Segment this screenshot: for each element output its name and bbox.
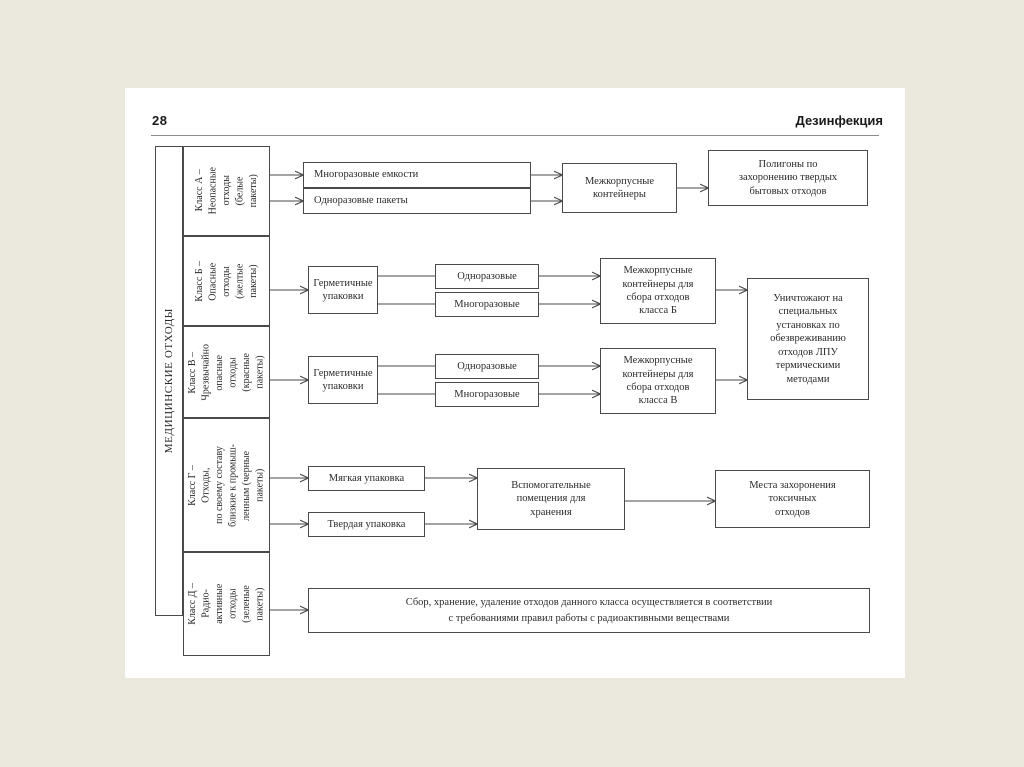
box-sealed-packaging-v: Герметичные упаковки [308, 356, 378, 404]
class-cell-g: Класс Г – Отходы, по своему составу близ… [183, 418, 270, 552]
document-page: 28 Дезинфекция [125, 88, 905, 678]
box-single-use-bags: Одноразовые пакеты [303, 188, 531, 214]
box-intercorpus-containers-v: Межкорпусные контейнеры для сбора отходо… [600, 348, 716, 414]
medical-waste-flowchart: МЕДИЦИНСКИЕ ОТХОДЫ Класс А – Неопасные о… [125, 88, 905, 678]
box-hard-packaging: Твердая упаковка [308, 512, 425, 537]
box-intercorpus-containers-b: Межкорпусные контейнеры для сбора отходо… [600, 258, 716, 324]
box-thermal-destruction: Уничтожают на специальных установках по … [747, 278, 869, 400]
class-a-label: Класс А – Неопасные отходы (белые пакеты… [193, 167, 259, 215]
class-cell-b: Класс Б – Опасные отходы (желтые пакеты) [183, 236, 270, 326]
box-landfills: Полигоны по захоронению твердых бытовых … [708, 150, 868, 206]
spine-medical-waste: МЕДИЦИНСКИЕ ОТХОДЫ [155, 146, 183, 616]
box-multi-use-v: Многоразовые [435, 382, 539, 407]
box-intercorpus-containers-a: Межкорпусные контейнеры [562, 163, 677, 213]
connector-layer [270, 88, 905, 678]
class-cell-d: Класс Д – Радио- активные отходы (зелены… [183, 552, 270, 656]
section-title: Дезинфекция [795, 113, 883, 128]
page-number: 28 [152, 113, 168, 128]
box-storage-rooms: Вспомогательные помещения для хранения [477, 468, 625, 530]
box-soft-packaging: Мягкая упаковка [308, 466, 425, 491]
box-single-use-v: Одноразовые [435, 354, 539, 379]
spine-label: МЕДИЦИНСКИЕ ОТХОДЫ [162, 308, 175, 454]
box-multi-use-containers: Многоразовые емкости [303, 162, 531, 188]
class-g-label: Класс Г – Отходы, по своему составу близ… [187, 443, 266, 527]
class-b-label: Класс Б – Опасные отходы (желтые пакеты) [193, 260, 259, 302]
class-d-label: Класс Д – Радио- активные отходы (зелены… [187, 583, 266, 625]
class-cell-a: Класс А – Неопасные отходы (белые пакеты… [183, 146, 270, 236]
class-cell-v: Класс В – Чрезвычайно опасные отходы (кр… [183, 326, 270, 418]
header-rule [151, 135, 879, 136]
box-single-use-b: Одноразовые [435, 264, 539, 289]
box-multi-use-b: Многоразовые [435, 292, 539, 317]
box-radioactive-statement: Сбор, хранение, удаление отходов данного… [308, 588, 870, 633]
class-v-label: Класс В – Чрезвычайно опасные отходы (кр… [187, 343, 266, 401]
box-toxic-burial: Места захоронения токсичных отходов [715, 470, 870, 528]
box-sealed-packaging-b: Герметичные упаковки [308, 266, 378, 314]
